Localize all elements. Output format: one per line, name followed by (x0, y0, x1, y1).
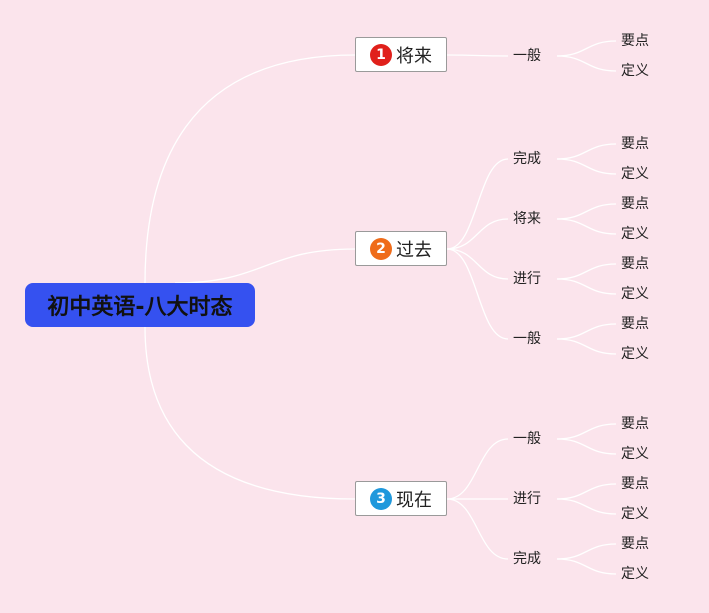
leaf-topic[interactable]: 要点 (621, 196, 649, 212)
branch-label: 现在 (396, 489, 432, 511)
leaf-link (556, 218, 617, 235)
leaf-topic[interactable]: 要点 (621, 33, 649, 49)
branch-label: 过去 (396, 239, 432, 261)
subtopic[interactable]: 一般 (513, 48, 541, 64)
leaf-link (556, 143, 617, 160)
leaf-topic[interactable]: 要点 (621, 416, 649, 432)
leaf-topic[interactable]: 定义 (621, 286, 649, 302)
branch-link (446, 54, 509, 57)
root-link (144, 326, 356, 500)
branch-label: 将来 (396, 45, 432, 67)
root-link (174, 248, 356, 284)
leaf-link (556, 323, 617, 340)
branch-link (446, 438, 509, 500)
branch-topic-present[interactable]: 3 现在 (355, 481, 447, 516)
number-badge-icon: 1 (370, 43, 392, 66)
leaf-topic[interactable]: 要点 (621, 256, 649, 272)
leaf-topic[interactable]: 定义 (621, 63, 649, 79)
branch-link (446, 248, 509, 340)
leaf-link (556, 483, 617, 500)
leaf-link (556, 278, 617, 295)
number-badge-icon: 3 (370, 487, 392, 510)
root-link (144, 54, 356, 284)
leaf-topic[interactable]: 定义 (621, 446, 649, 462)
leaf-topic[interactable]: 定义 (621, 566, 649, 582)
subtopic[interactable]: 完成 (513, 551, 541, 567)
leaf-topic[interactable]: 定义 (621, 346, 649, 362)
leaf-topic[interactable]: 定义 (621, 226, 649, 242)
leaf-topic[interactable]: 要点 (621, 536, 649, 552)
leaf-topic[interactable]: 要点 (621, 476, 649, 492)
leaf-topic[interactable]: 要点 (621, 136, 649, 152)
leaf-link (556, 543, 617, 560)
subtopic[interactable]: 一般 (513, 331, 541, 347)
subtopic[interactable]: 将来 (513, 211, 541, 227)
subtopic[interactable]: 一般 (513, 431, 541, 447)
leaf-topic[interactable]: 定义 (621, 166, 649, 182)
leaf-link (556, 203, 617, 220)
leaf-link (556, 40, 617, 57)
branch-link (446, 158, 509, 250)
leaf-link (556, 263, 617, 280)
leaf-link (556, 438, 617, 455)
number-badge-icon: 2 (370, 237, 392, 260)
leaf-link (556, 423, 617, 440)
subtopic[interactable]: 完成 (513, 151, 541, 167)
branch-link (446, 248, 509, 280)
leaf-topic[interactable]: 定义 (621, 506, 649, 522)
leaf-link (556, 55, 617, 72)
root-topic-label: 初中英语-八大时态 (47, 295, 233, 320)
leaf-link (556, 558, 617, 575)
root-topic[interactable]: 初中英语-八大时态 (25, 283, 255, 327)
branch-link (446, 218, 509, 250)
branch-topic-future[interactable]: 1 将来 (355, 37, 447, 72)
subtopic[interactable]: 进行 (513, 271, 541, 287)
leaf-link (556, 338, 617, 355)
branch-topic-past[interactable]: 2 过去 (355, 231, 447, 266)
subtopic[interactable]: 进行 (513, 491, 541, 507)
leaf-topic[interactable]: 要点 (621, 316, 649, 332)
branch-link (446, 498, 509, 560)
leaf-link (556, 498, 617, 515)
leaf-link (556, 158, 617, 175)
